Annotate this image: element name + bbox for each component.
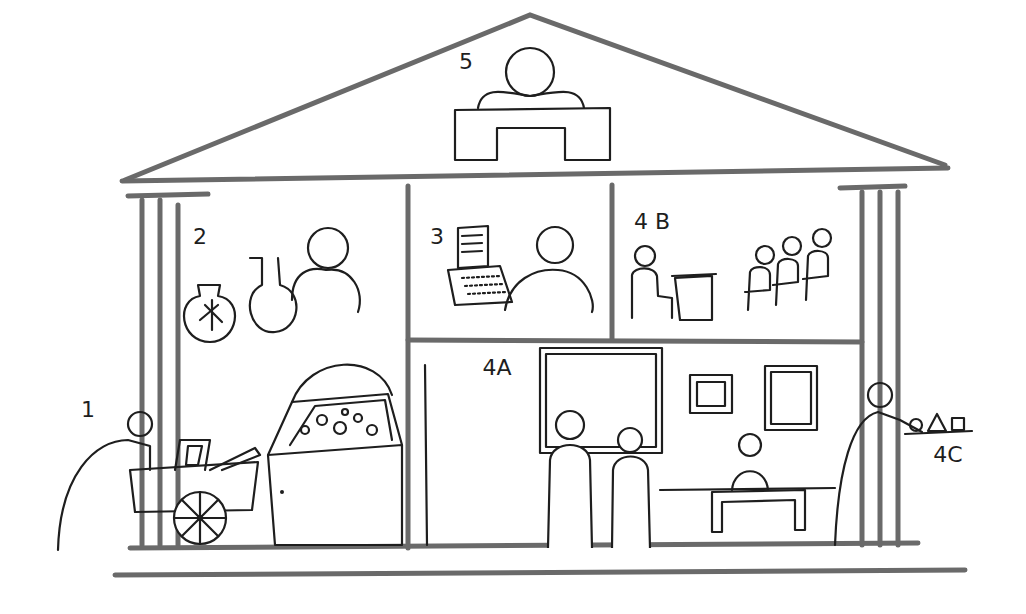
director-figure	[455, 48, 610, 160]
lecture-figures	[632, 229, 831, 320]
waiter-figure	[835, 383, 972, 545]
gallery-figures	[425, 348, 835, 548]
callout-number: 4C	[933, 444, 962, 466]
callout-number: 5	[459, 51, 473, 73]
callout-number: 4 B	[634, 211, 670, 233]
callout-number: 4A	[482, 357, 511, 379]
building-outline	[115, 15, 965, 575]
callout-number: 1	[81, 399, 95, 421]
archive-figure	[448, 226, 593, 312]
display-case	[268, 365, 402, 545]
cart-figure	[58, 412, 260, 550]
callout-number: 3	[430, 226, 444, 248]
restoration-figure	[184, 228, 360, 342]
callout-number: 2	[193, 226, 207, 248]
